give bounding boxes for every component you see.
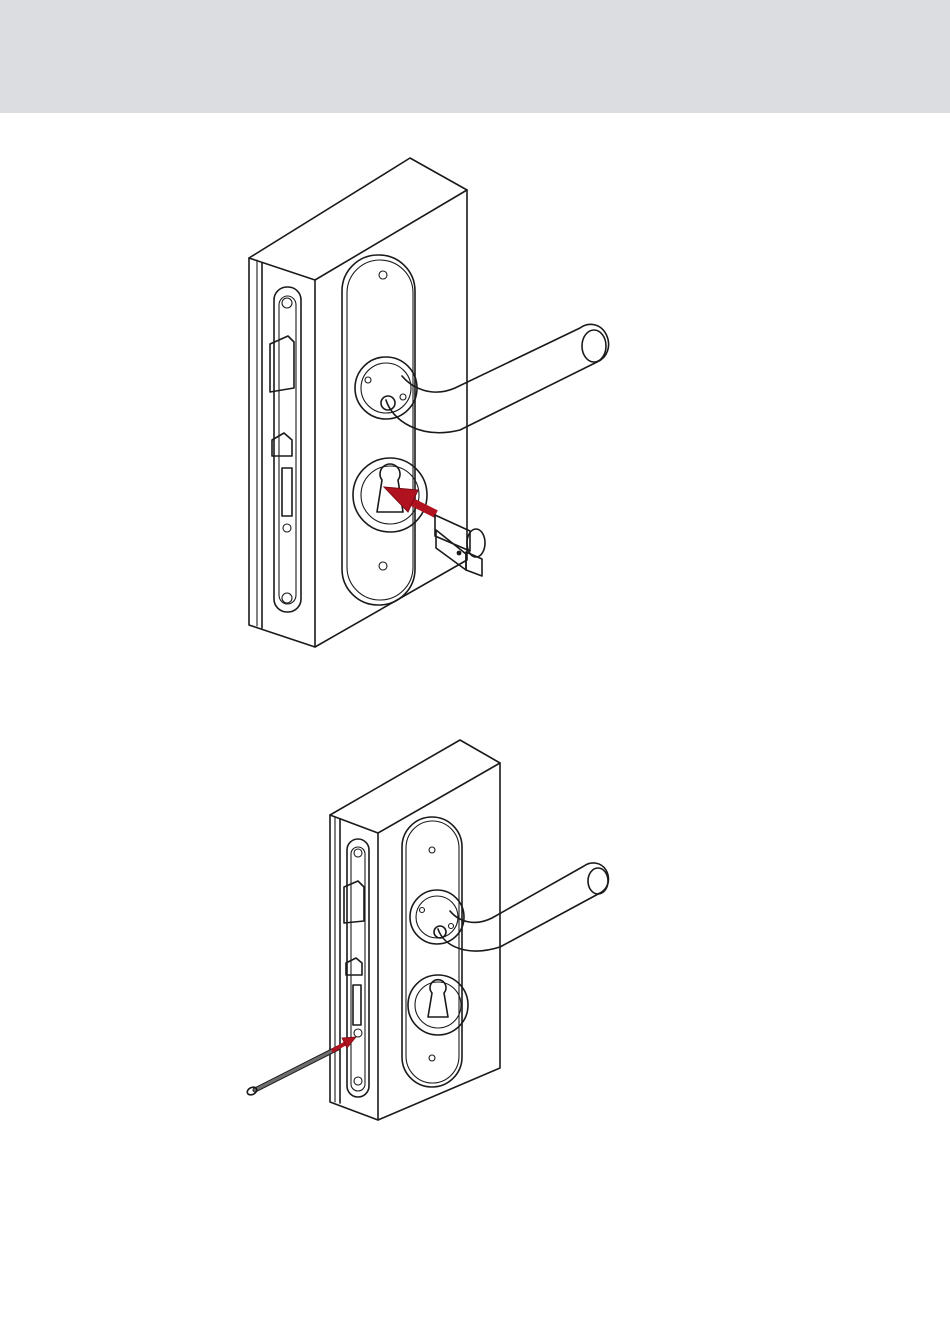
dead-bolt xyxy=(272,433,292,456)
diagram-step-2-insert-screw xyxy=(0,735,950,1135)
diagram-step-1-insert-cylinder xyxy=(0,150,950,660)
screw-hole xyxy=(283,524,291,532)
door-lock-screw-illustration xyxy=(0,735,950,1135)
lock-faceplate xyxy=(270,287,301,612)
escutcheon-plate xyxy=(342,255,415,605)
long-screw xyxy=(246,1048,338,1096)
lock-faceplate xyxy=(344,839,369,1097)
insertion-arrow xyxy=(332,1037,356,1051)
lock-cylinder xyxy=(435,515,485,576)
door-lock-illustration xyxy=(0,150,950,660)
insertion-arrow xyxy=(384,487,436,514)
lever-handle xyxy=(434,863,608,951)
door-block xyxy=(330,740,500,1120)
screw-hole xyxy=(354,1029,362,1037)
escutcheon-plate xyxy=(402,817,462,1087)
header-band xyxy=(0,0,950,113)
